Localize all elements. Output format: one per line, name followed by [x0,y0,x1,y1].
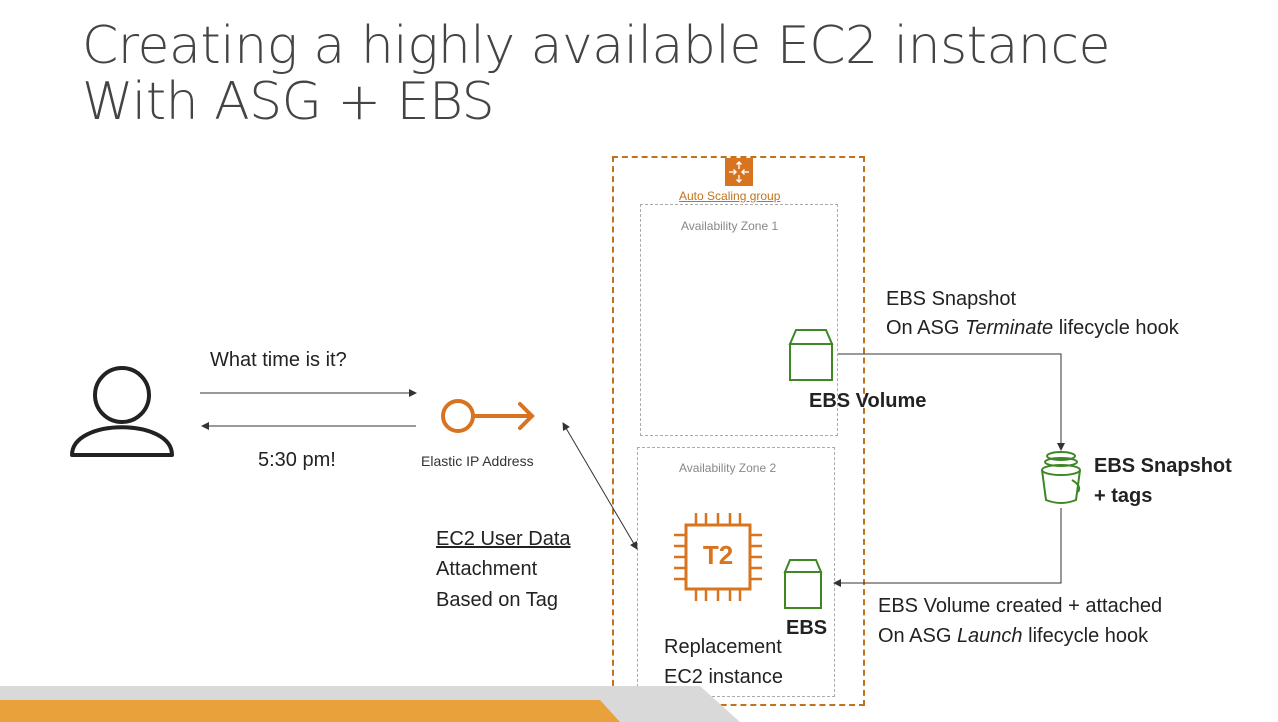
response-label: 5:30 pm! [258,449,336,471]
created-note-post: lifecycle hook [1022,625,1149,647]
ebs-volume-label: EBS Volume [809,390,927,412]
user-icon [70,366,174,457]
restore-arrow [833,508,1062,587]
ebs-snapshot-bucket-icon [1041,451,1081,504]
eip-ec2-arrow [562,422,638,550]
snapshot-note-line-2: On ASG Terminate lifecycle hook [886,317,1179,340]
slide-title: Creating a highly available EC2 instance… [82,18,1110,130]
snapshot-arrow [838,353,1065,451]
request-label: What time is it? [210,349,347,371]
availability-zone-2-label: Availability Zone 2 [679,461,777,475]
footer-orange-bar [0,700,620,722]
created-note-line-2: On ASG Launch lifecycle hook [878,625,1148,648]
created-note-em: Launch [956,625,1023,647]
created-note-pre: On ASG [878,625,957,647]
ebs-volume-small-icon [783,559,823,609]
snapshot-note-line-1: EBS Snapshot [886,288,1017,310]
ebs-volume-icon [788,329,834,381]
created-note-line-1: EBS Volume created + attached [878,595,1163,617]
title-line-2: With ASG + EBS [82,72,495,132]
availability-zone-1-box [640,204,838,436]
elastic-ip-label: Elastic IP Address [421,453,534,469]
ec2-label-line-1: Replacement [664,636,782,658]
ec2-label-line-2: EC2 instance [664,666,783,688]
availability-zone-2-box [637,447,835,697]
elastic-ip-icon [441,399,535,433]
user-data-line-2: Attachment [436,558,538,580]
ebs-small-label: EBS [786,617,828,639]
snapshot-note-em: Terminate [964,317,1054,339]
title-line-1: Creating a highly available EC2 instance [82,16,1110,76]
ec2-chip-icon [674,513,762,601]
snapshot-note-pre: On ASG [886,317,965,339]
auto-scaling-icon [725,158,753,186]
snapshot-label-line-2: + tags [1094,485,1153,507]
auto-scaling-group-label: Auto Scaling group [679,189,781,203]
user-data-line-3: Based on Tag [436,589,558,611]
availability-zone-1-label: Availability Zone 1 [681,219,779,233]
snapshot-label-line-1: EBS Snapshot [1094,455,1232,477]
snapshot-note-post: lifecycle hook [1053,317,1179,339]
user-data-title: EC2 User Data [436,528,571,550]
ec2-chip-text: T2 [702,540,734,570]
